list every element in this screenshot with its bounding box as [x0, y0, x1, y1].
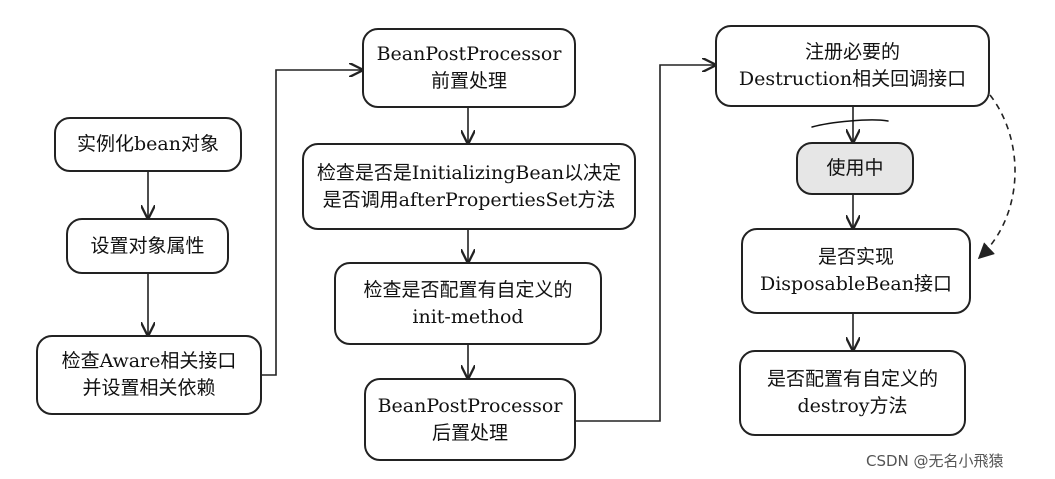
aware-check-line2: 并设置相关依赖	[82, 377, 216, 399]
destroy-method-line1: 是否配置有自定义的	[766, 368, 938, 390]
bpp-before-node: BeanPostProcessor 前置处理	[362, 28, 576, 108]
csdn-watermark: CSDN @无名小飛猿	[866, 452, 1004, 470]
aware-check-line1: 检查Aware相关接口	[61, 350, 237, 372]
destroy-method-line2: destroy方法	[797, 395, 908, 417]
init-method-node: 检查是否配置有自定义的 init-method	[334, 262, 602, 345]
aware-check-node: 检查Aware相关接口 并设置相关依赖	[36, 335, 262, 415]
in-use-node: 使用中	[796, 142, 914, 195]
initializing-bean-node: 检查是否是InitializingBean以决定 是否调用afterProper…	[302, 143, 636, 230]
disposable-bean-line1: 是否实现	[817, 246, 894, 268]
in-use-label: 使用中	[826, 157, 884, 179]
destroy-method-node: 是否配置有自定义的 destroy方法	[739, 350, 966, 436]
init-method-line1: 检查是否配置有自定义的	[363, 278, 573, 301]
bpp-after-node: BeanPostProcessor 后置处理	[364, 378, 576, 461]
set-properties-label: 设置对象属性	[90, 234, 205, 257]
register-destruction-line1: 注册必要的	[804, 41, 900, 63]
instantiate-bean-node: 实例化bean对象	[54, 117, 242, 172]
arrow-bppafter-to-register	[576, 65, 715, 422]
bpp-before-line1: BeanPostProcessor	[376, 43, 562, 65]
handwritten-underline-top	[811, 119, 889, 128]
register-destruction-line2: Destruction相关回调接口	[738, 68, 967, 90]
set-properties-node: 设置对象属性	[66, 218, 229, 274]
dashed-arrow-register-to-disposable	[977, 94, 1016, 260]
register-destruction-node: 注册必要的 Destruction相关回调接口	[715, 25, 990, 107]
instantiate-bean-label: 实例化bean对象	[77, 133, 219, 155]
bpp-after-line2: 后置处理	[431, 421, 508, 444]
initializing-bean-line2: 是否调用afterPropertiesSet方法	[322, 188, 616, 211]
disposable-bean-node: 是否实现 DisposableBean接口	[741, 228, 971, 314]
init-method-line2: init-method	[412, 305, 524, 328]
bpp-after-line1: BeanPostProcessor	[377, 394, 563, 417]
disposable-bean-line2: DisposableBean接口	[760, 273, 952, 295]
bpp-before-line2: 前置处理	[430, 70, 507, 92]
initializing-bean-line1: 检查是否是InitializingBean以决定	[316, 161, 622, 184]
arrow-aware-to-bppbefore	[262, 70, 362, 376]
